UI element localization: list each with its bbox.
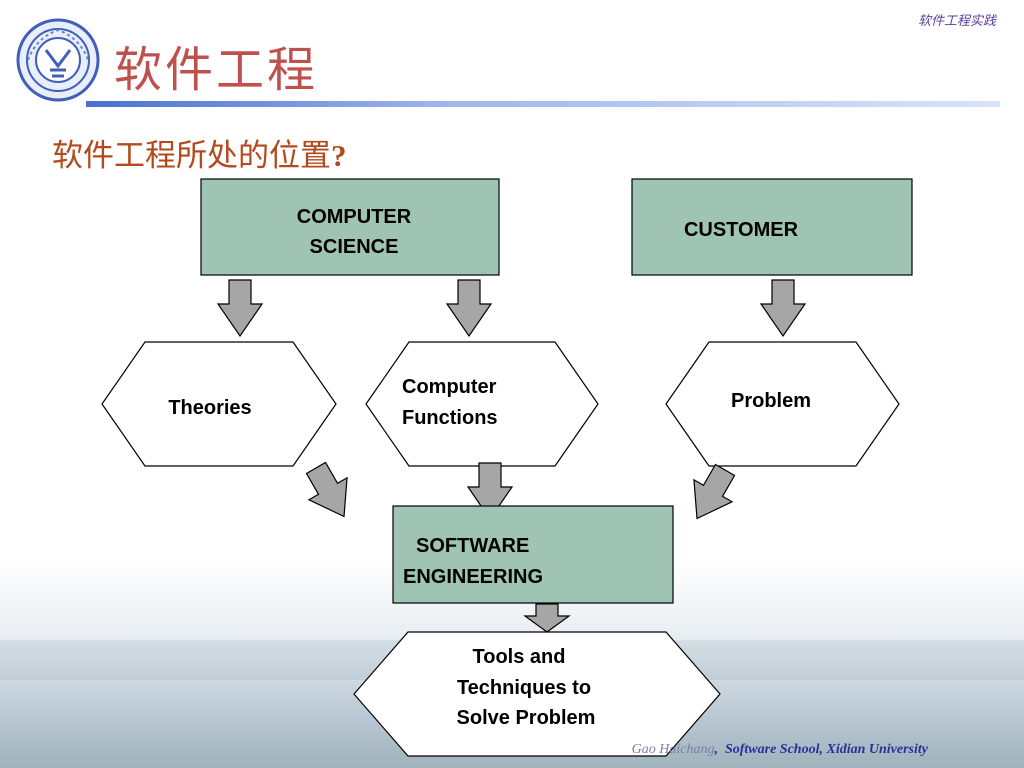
software-engineering-label-line1: SOFTWARE (416, 535, 529, 557)
header-tag: 软件工程实践 (917, 13, 996, 28)
arrow-problem-to-se (693, 463, 736, 520)
slide-subtitle: 软件工程所处的位置? (52, 130, 347, 175)
computer-science-label-line1: COMPUTER (297, 206, 412, 228)
footer-credit: Gao Haichang, Software School, Xidian Un… (632, 742, 928, 758)
customer-box (631, 178, 913, 276)
software-engineering-label-line2: ENGINEERING (403, 566, 543, 588)
computer-functions-label-line1: Computer (402, 376, 497, 398)
page-title: 软件工程 (114, 42, 319, 98)
theories-label: Theories (168, 397, 251, 419)
arrow-cs-to-functions (446, 279, 492, 337)
computer-science-box (200, 178, 500, 276)
arrow-customer-to-problem (760, 279, 806, 337)
arrow-cs-to-theories (217, 279, 263, 337)
computer-functions-hexagon (365, 341, 599, 467)
customer-label: CUSTOMER (684, 219, 799, 241)
tools-label-line2: Techniques to (457, 677, 591, 699)
tools-label-line1: Tools and (473, 646, 566, 668)
arrow-theories-to-se (305, 461, 348, 518)
theories-hexagon (101, 341, 337, 467)
problem-label: Problem (731, 390, 811, 412)
tools-hexagon (353, 631, 721, 757)
footer-school: Software School, Xidian University (724, 742, 928, 757)
title-divider (86, 101, 1000, 107)
arrow-se-to-tools (523, 603, 571, 633)
computer-science-label-line2: SCIENCE (310, 236, 399, 258)
footer-separator: , (714, 742, 718, 757)
footer-author: Gao Haichang (631, 742, 715, 757)
computer-functions-label-line2: Functions (402, 407, 498, 429)
tools-label-line3: Solve Problem (457, 707, 596, 729)
subtitle-text: 软件工程所处的位置 (52, 138, 331, 174)
software-engineering-box (392, 505, 674, 604)
university-logo (16, 18, 100, 102)
problem-hexagon (665, 341, 900, 467)
subtitle-question-mark: ? (331, 138, 347, 173)
